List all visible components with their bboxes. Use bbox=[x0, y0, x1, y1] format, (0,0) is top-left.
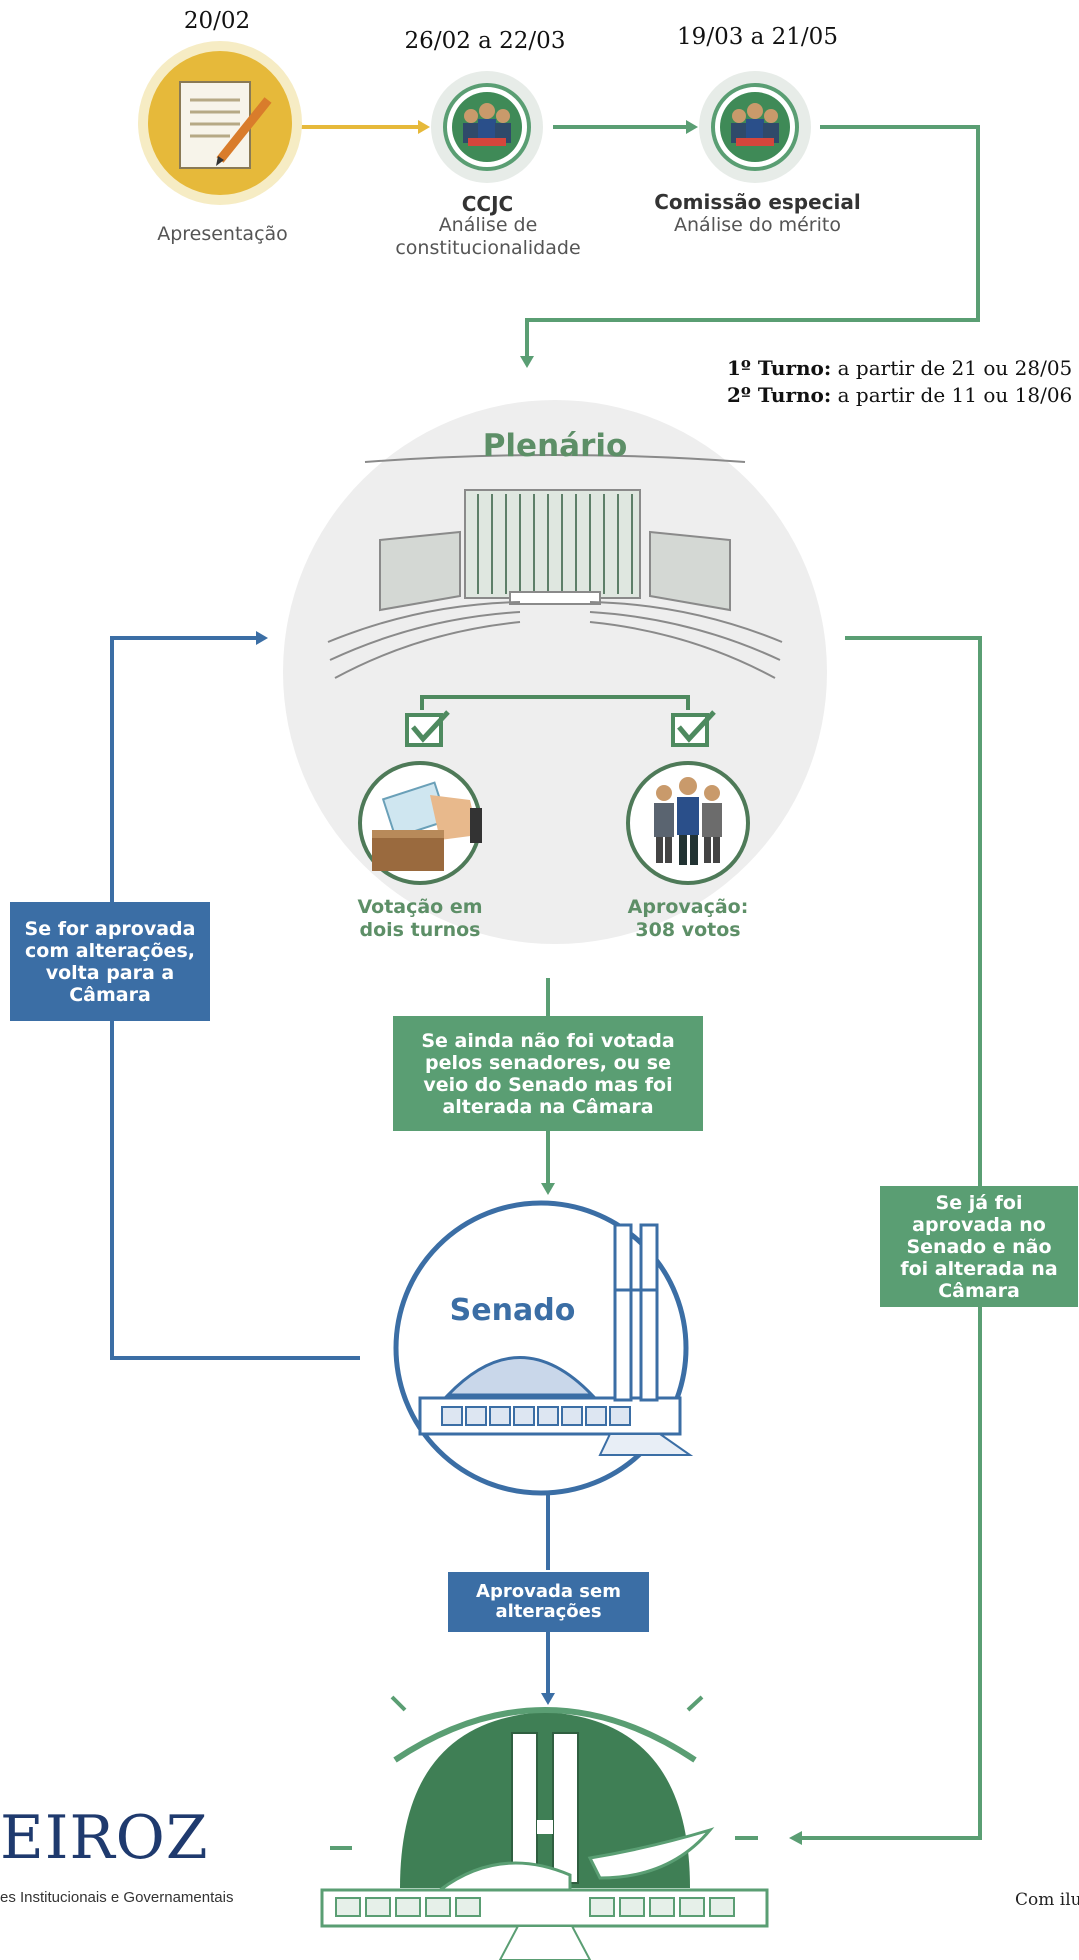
to-promulgation-arrow bbox=[541, 1494, 555, 1705]
approval-label: Aprovação: 308 votos bbox=[627, 896, 749, 941]
stage-date: 19/03 a 21/05 bbox=[677, 24, 838, 50]
checkbox-icon bbox=[405, 710, 450, 747]
return-condition-box: Se for aprovada com alterações, volta pa… bbox=[10, 902, 210, 1021]
credit-text: Com ilu bbox=[1015, 1890, 1079, 1910]
committee-icon bbox=[431, 71, 543, 183]
special-committee-icon bbox=[699, 71, 811, 183]
document-pencil-icon bbox=[138, 41, 302, 205]
stage-subtitle: Análise do mérito bbox=[674, 214, 841, 236]
stage-date: 26/02 a 22/03 bbox=[404, 28, 566, 54]
senado-icon bbox=[393, 1200, 694, 1496]
ballot-box-icon bbox=[358, 761, 482, 885]
top-connectors bbox=[297, 120, 980, 368]
stage-subtitle: Análise de constitucionalidade bbox=[395, 214, 581, 259]
bypass-condition-box: Se já foi aprovada no Senado e não foi a… bbox=[880, 1186, 1078, 1307]
logo-tagline: es Institucionais e Governamentais bbox=[0, 1889, 234, 1906]
logo-wordmark: EIROZ bbox=[0, 1803, 209, 1873]
plenario-title: Plenário bbox=[482, 428, 628, 464]
turno-line: 2º Turno: a partir de 11 ou 18/06 bbox=[727, 383, 1073, 407]
stage-title: Comissão especial bbox=[654, 190, 861, 214]
stage-title: CCJC bbox=[461, 192, 514, 216]
congress-building-icon bbox=[320, 1695, 769, 1960]
stage-subtitle: Apresentação bbox=[157, 223, 288, 245]
approved-box: Aprovada sem alterações bbox=[448, 1572, 649, 1632]
plenario-chamber-icon bbox=[327, 454, 783, 679]
stage-date: 20/02 bbox=[183, 8, 251, 34]
checkbox-icon bbox=[671, 710, 716, 747]
plenario-branch bbox=[420, 695, 690, 710]
senado-condition-box: Se ainda não foi votada pelos senadores,… bbox=[393, 1016, 703, 1131]
turno-line: 1º Turno: a partir de 21 ou 28/05 bbox=[727, 356, 1073, 380]
deputies-icon bbox=[626, 761, 750, 885]
plenario-background bbox=[283, 400, 827, 944]
senado-title: Senado bbox=[449, 1293, 576, 1328]
voting-label: Votação em dois turnos bbox=[357, 896, 483, 941]
